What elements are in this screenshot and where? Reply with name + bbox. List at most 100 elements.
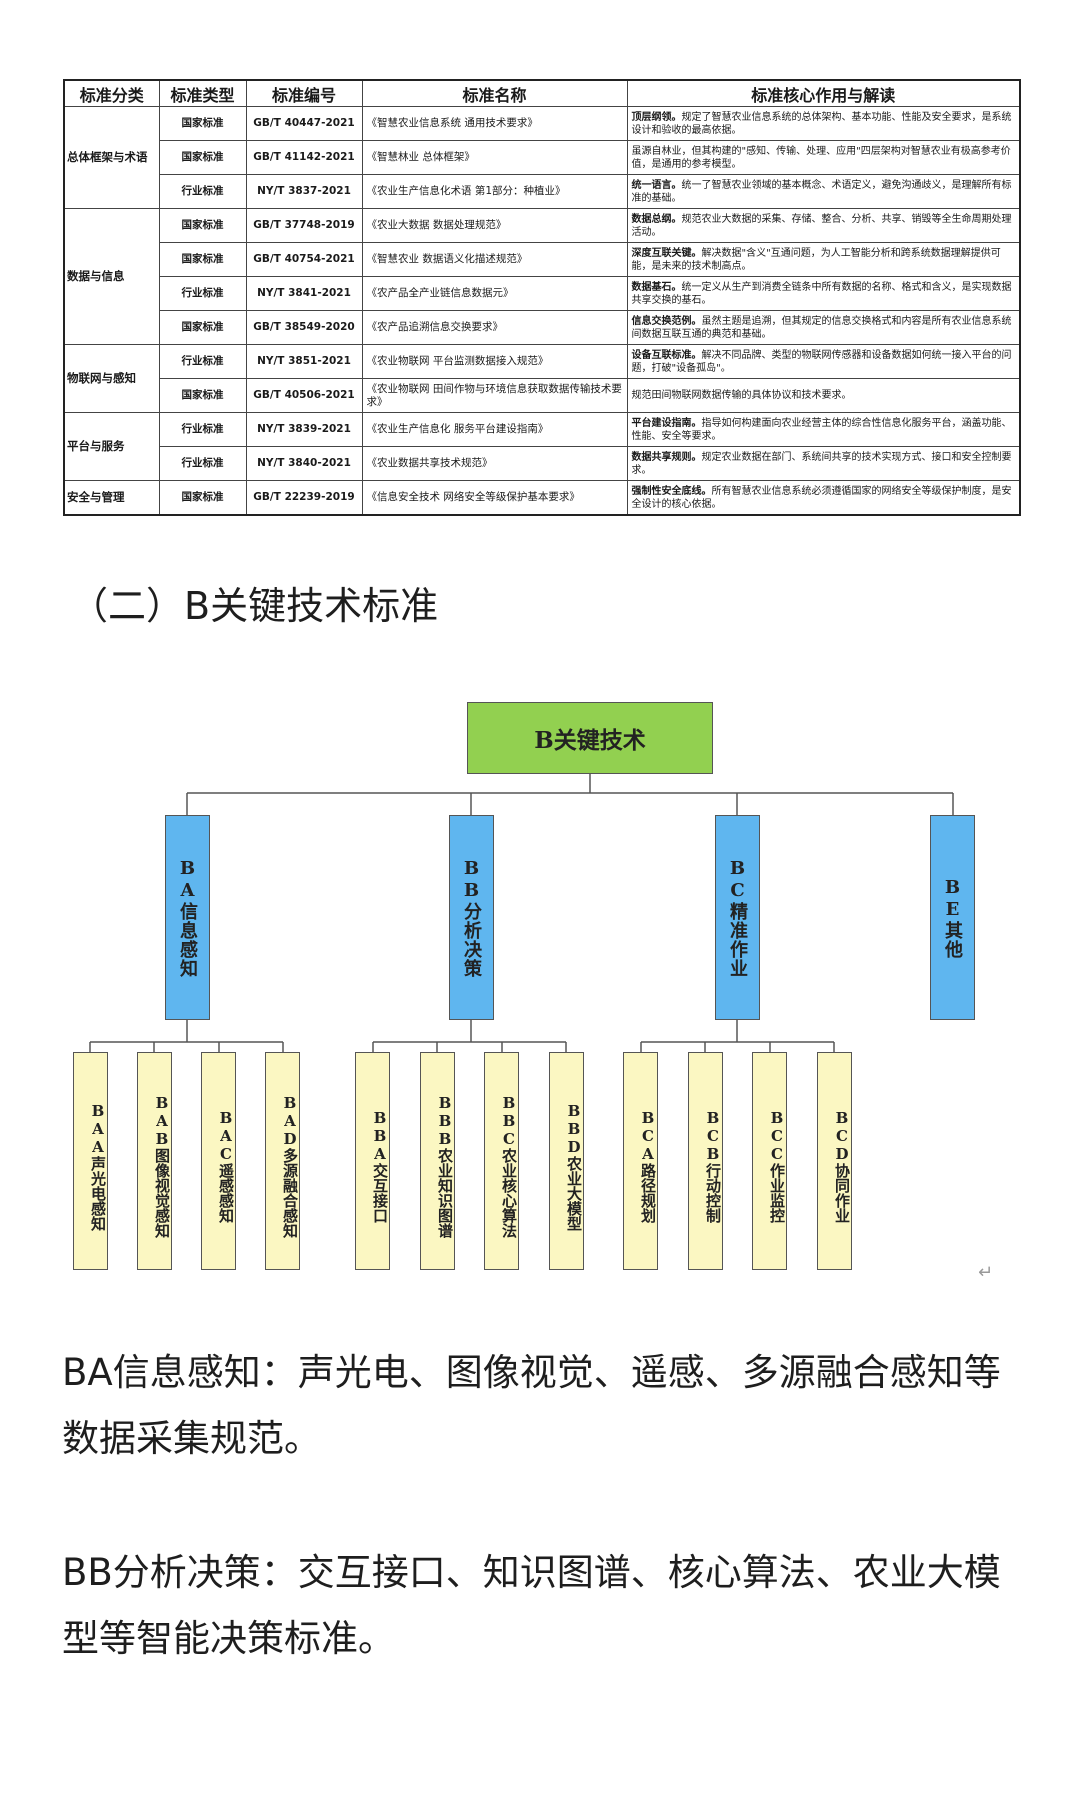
type-cell: 国家标准	[158, 242, 247, 277]
name-cell: 《智慧林业 总体框架》	[361, 140, 628, 175]
leaf-node-bac: BAC遥感感知	[201, 1052, 236, 1270]
description-text: 虽然主题是追溯，但其规定的信息交换格式和内容是所有农业信息系统间数据互联互通的典…	[631, 315, 1012, 340]
type-cell: 国家标准	[158, 480, 247, 516]
description-cell: 数据总纲。规范农业大数据的采集、存储、整合、分析、共享、销毁等全生命周期处理活动…	[626, 208, 1021, 243]
return-mark-icon: ↵	[978, 1262, 994, 1283]
branch-node-ba: BA信息感知	[165, 815, 210, 1020]
code-cell: GB/T 38549-2020	[245, 310, 363, 345]
leaf-node-bcc: BCC作业监控	[752, 1052, 787, 1270]
name-cell: 《农业生产信息化术语 第1部分：种植业》	[361, 174, 628, 209]
leaf-node-bcb: BCB行动控制	[688, 1052, 723, 1270]
description-cell: 顶层纲领。规定了智慧农业信息系统的总体架构、基本功能、性能及安全要求，是系统设计…	[626, 106, 1021, 141]
name-cell: 《农业生产信息化 服务平台建设指南》	[361, 412, 628, 447]
type-cell: 国家标准	[158, 208, 247, 243]
tech-standard-tree: B关键技术 BA信息感知 BB分析决策 BC精准作业 BE其他 BAA声光电感知…	[0, 690, 1080, 1290]
description-keyword: 深度互联关键。	[631, 247, 702, 259]
code-cell: GB/T 40754-2021	[245, 242, 363, 277]
leaf-node-bbb: BBB农业知识图谱	[420, 1052, 455, 1270]
description-text: 统一了智慧农业领域的基本概念、术语定义，避免沟通歧义，是理解所有标准的基础。	[631, 179, 1012, 204]
header-code: 标准编号	[245, 79, 363, 107]
code-cell: NY/T 3840-2021	[245, 446, 363, 481]
name-cell: 《农业物联网 平台监测数据接入规范》	[361, 344, 628, 379]
standards-table: 标准分类 标准类型 标准编号 标准名称 标准核心作用与解读 总体框架与术语 国家…	[63, 79, 1021, 516]
header-name: 标准名称	[361, 79, 628, 107]
type-cell: 行业标准	[158, 446, 247, 481]
description-cell: 平台建设指南。指导如何构建面向农业经营主体的综合性信息化服务平台，涵盖功能、性能…	[626, 412, 1021, 447]
description-keyword: 数据总纲。	[631, 213, 682, 225]
description-text: 解决不同品牌、类型的物联网传感器和设备数据如何统一接入平台的问题，打破"设备孤岛…	[631, 349, 1012, 374]
name-cell: 《农产品追溯信息交换要求》	[361, 310, 628, 345]
table-row: 国家标准 GB/T 40506-2021 《农业物联网 田间作物与环境信息获取数…	[64, 378, 1021, 413]
category-cell: 物联网与感知	[63, 344, 160, 413]
type-cell: 行业标准	[158, 276, 247, 311]
description-keyword: 平台建设指南。	[631, 417, 702, 429]
header-description: 标准核心作用与解读	[626, 79, 1021, 107]
description-text: 规范田间物联网数据传输的具体协议和技术要求。	[631, 390, 852, 401]
description-cell: 数据基石。统一定义从生产到消费全链条中所有数据的名称、格式和含义，是实现数据共享…	[626, 276, 1021, 311]
connector-lines	[89, 772, 954, 1052]
leaf-node-bad: BAD多源融合感知	[265, 1052, 300, 1270]
description-cell: 深度互联关键。解决数据"含义"互通问题，为人工智能分析和跨系统数据理解提供可能，…	[626, 242, 1021, 277]
description-text: 规定了智慧农业信息系统的总体架构、基本功能、性能及安全要求，是系统设计和验收的最…	[631, 111, 1012, 136]
name-cell: 《智慧农业 数据语义化描述规范》	[361, 242, 628, 277]
code-cell: GB/T 37748-2019	[245, 208, 363, 243]
table-header-row: 标准分类 标准类型 标准编号 标准名称 标准核心作用与解读	[63, 79, 1021, 107]
table-row: 行业标准 NY/T 3840-2021 《农业数据共享技术规范》 数据共享规则。…	[64, 446, 1021, 481]
table-row: 国家标准 GB/T 41142-2021 《智慧林业 总体框架》 虽源自林业，但…	[64, 140, 1021, 175]
category-cell: 平台与服务	[63, 412, 160, 481]
description-keyword: 设备互联标准。	[631, 349, 702, 361]
description-cell: 信息交换范例。虽然主题是追溯，但其规定的信息交换格式和内容是所有农业信息系统间数…	[626, 310, 1021, 345]
section-heading: （二）B关键技术标准	[70, 584, 439, 628]
description-text: 所有智慧农业信息系统必须遵循国家的网络安全等级保护制度，是安全设计的核心依据。	[631, 485, 1012, 510]
name-cell: 《农业数据共享技术规范》	[361, 446, 628, 481]
description-keyword: 强制性安全底线。	[631, 485, 712, 497]
description-text: 规范农业大数据的采集、存储、整合、分析、共享、销毁等全生命周期处理活动。	[631, 213, 1012, 238]
description-cell: 强制性安全底线。所有智慧农业信息系统必须遵循国家的网络安全等级保护制度，是安全设…	[626, 480, 1021, 516]
code-cell: NY/T 3851-2021	[245, 344, 363, 379]
table-row: 行业标准 NY/T 3841-2021 《农产品全产业链信息数据元》 数据基石。…	[64, 276, 1021, 311]
type-cell: 国家标准	[158, 310, 247, 345]
name-cell: 《农业大数据 数据处理规范》	[361, 208, 628, 243]
type-cell: 行业标准	[158, 412, 247, 447]
leaf-node-bbc: BBC农业核心算法	[484, 1052, 519, 1270]
description-keyword: 数据基石。	[631, 281, 682, 293]
category-cell: 安全与管理	[63, 480, 160, 516]
code-cell: GB/T 40506-2021	[245, 378, 363, 413]
root-node: B关键技术	[467, 702, 713, 774]
code-cell: NY/T 3839-2021	[245, 412, 363, 447]
description-keyword: 顶层纲领。	[631, 111, 682, 123]
leaf-node-bba: BBA交互接口	[355, 1052, 390, 1270]
description-cell: 规范田间物联网数据传输的具体协议和技术要求。	[626, 378, 1021, 413]
table-row: 数据与信息 国家标准 GB/T 37748-2019 《农业大数据 数据处理规范…	[63, 208, 1021, 345]
leaf-node-bca: BCA路径规划	[623, 1052, 658, 1270]
description-text: 解决数据"含义"互通问题，为人工智能分析和跨系统数据理解提供可能，是未来的技术制…	[631, 247, 1001, 272]
type-cell: 国家标准	[158, 140, 247, 175]
table-row: 总体框架与术语 国家标准 GB/T 40447-2021 《智慧农业信息系统 通…	[63, 106, 1021, 209]
description-text: 统一定义从生产到消费全链条中所有数据的名称、格式和含义，是实现数据共享交换的基石…	[631, 281, 1012, 306]
code-cell: GB/T 41142-2021	[245, 140, 363, 175]
table-row: 平台与服务 行业标准 NY/T 3839-2021 《农业生产信息化 服务平台建…	[63, 412, 1021, 481]
paragraph-bb: BB分析决策：交互接口、知识图谱、核心算法、农业大模型等智能决策标准。	[62, 1551, 1001, 1660]
name-cell: 《智慧农业信息系统 通用技术要求》	[361, 106, 628, 141]
description-keyword: 信息交换范例。	[631, 315, 702, 327]
description-keyword: 数据共享规则。	[631, 451, 702, 463]
leaf-node-bbd: BBD农业大模型	[549, 1052, 584, 1270]
description-cell: 统一语言。统一了智慧农业领域的基本概念、术语定义，避免沟通歧义，是理解所有标准的…	[626, 174, 1021, 209]
description-text: 规定农业数据在部门、系统间共享的技术实现方式、接口和安全控制要求。	[631, 451, 1012, 476]
leaf-node-bcd: BCD协同作业	[817, 1052, 852, 1270]
type-cell: 行业标准	[158, 174, 247, 209]
description-text: 指导如何构建面向农业经营主体的综合性信息化服务平台，涵盖功能、性能、安全等要求。	[631, 417, 1012, 442]
branch-node-bb: BB分析决策	[449, 815, 494, 1020]
branch-node-bc: BC精准作业	[715, 815, 760, 1020]
category-cell: 数据与信息	[63, 208, 160, 345]
description-cell: 数据共享规则。规定农业数据在部门、系统间共享的技术实现方式、接口和安全控制要求。	[626, 446, 1021, 481]
category-cell: 总体框架与术语	[63, 106, 160, 209]
description-text: 虽源自林业，但其构建的"感知、传输、处理、应用"四层架构对智慧农业有极高参考价值…	[631, 145, 1011, 170]
description-cell: 虽源自林业，但其构建的"感知、传输、处理、应用"四层架构对智慧农业有极高参考价值…	[626, 140, 1021, 175]
code-cell: GB/T 22239-2019	[245, 480, 363, 516]
code-cell: GB/T 40447-2021	[245, 106, 363, 141]
table-row: 国家标准 GB/T 40754-2021 《智慧农业 数据语义化描述规范》 深度…	[64, 242, 1021, 277]
table-row: 物联网与感知 行业标准 NY/T 3851-2021 《农业物联网 平台监测数据…	[63, 344, 1021, 413]
type-cell: 国家标准	[158, 378, 247, 413]
table-row: 国家标准 GB/T 38549-2020 《农产品追溯信息交换要求》 信息交换范…	[64, 310, 1021, 345]
